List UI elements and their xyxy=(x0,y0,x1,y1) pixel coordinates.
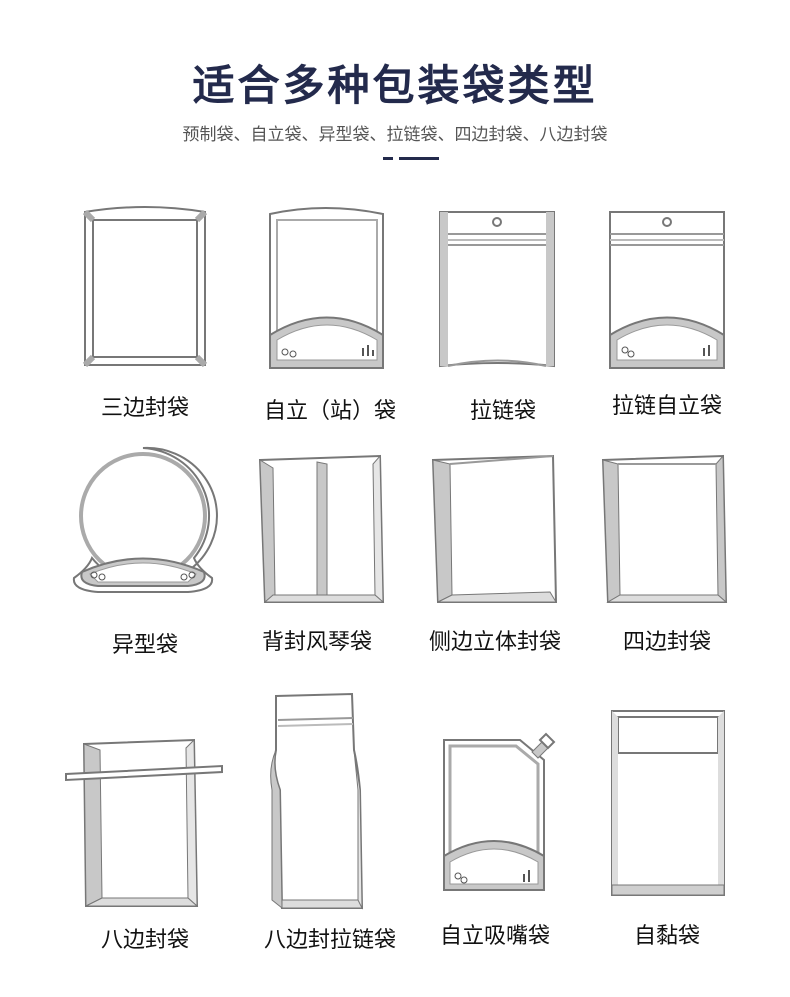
title-divider-short xyxy=(383,157,393,160)
bag-label: 异型袋 xyxy=(111,633,178,658)
eight-side-zipper-bag-icon xyxy=(262,690,402,910)
bag-label: 四边封袋 xyxy=(622,630,711,655)
eight-side-seal-bag-icon xyxy=(62,730,223,908)
three-side-seal-bag-icon xyxy=(75,200,215,370)
bag-label: 侧边立体封袋 xyxy=(428,630,561,655)
side-gusset-bag-icon xyxy=(428,450,568,620)
bag-label: 自立（站）袋 xyxy=(263,399,396,424)
spout-pouch-icon xyxy=(432,730,572,900)
bag-label: 背封风琴袋 xyxy=(261,630,372,655)
bag-label: 拉链自立袋 xyxy=(611,394,722,419)
bag-label: 自立吸嘴袋 xyxy=(439,924,550,949)
page-subtitle: 预制袋、自立袋、异型袋、拉链袋、四边封袋、八边封袋 xyxy=(182,125,608,145)
back-seal-gusset-bag-icon xyxy=(255,450,395,620)
bag-label: 三边封袋 xyxy=(100,396,189,421)
bag-label: 自黏袋 xyxy=(633,924,700,949)
bag-label: 八边封拉链袋 xyxy=(263,928,396,953)
zipper-stand-up-pouch-icon xyxy=(598,200,738,370)
shaped-bag-icon xyxy=(68,440,218,610)
title-divider-long xyxy=(399,157,439,160)
bag-label: 八边封袋 xyxy=(100,928,189,953)
bag-label: 拉链袋 xyxy=(469,399,536,424)
self-adhesive-bag-icon xyxy=(598,705,738,896)
four-side-seal-bag-icon xyxy=(598,450,738,620)
page-title: 适合多种包装袋类型 xyxy=(192,61,598,110)
zipper-bag-icon xyxy=(428,200,568,370)
stand-up-pouch-icon xyxy=(255,200,395,370)
